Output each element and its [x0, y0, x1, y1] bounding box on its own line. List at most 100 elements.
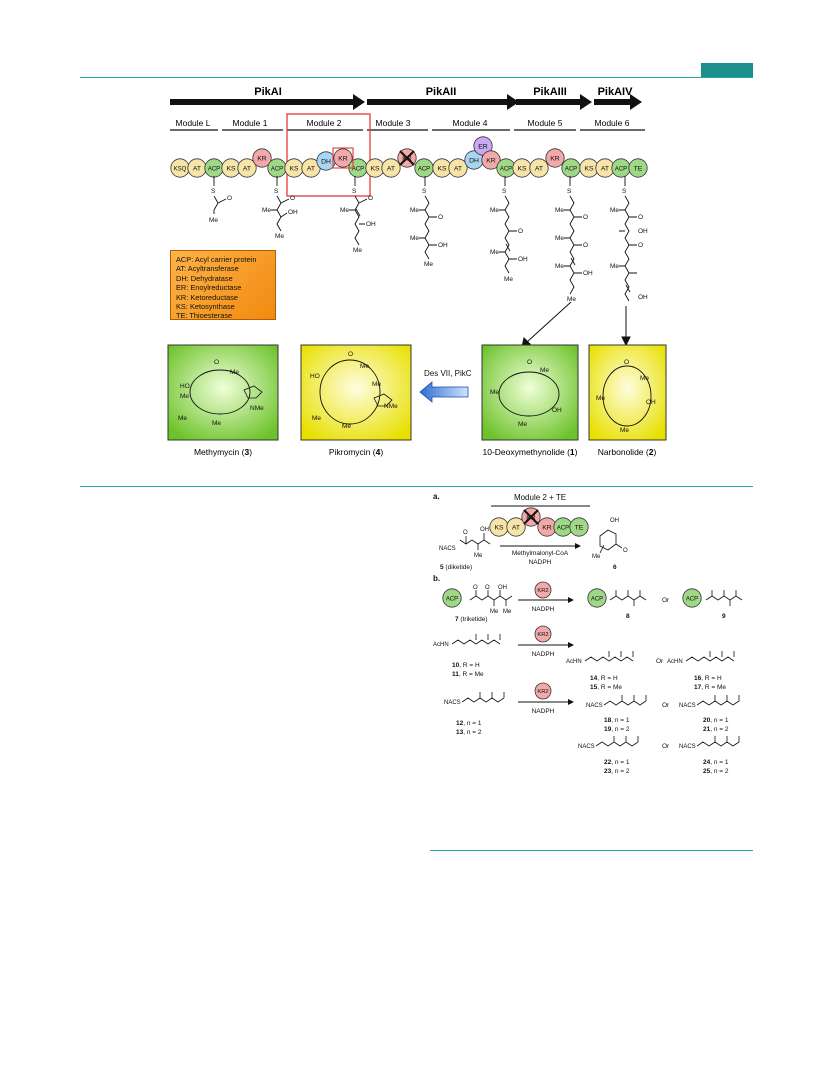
svg-text:NADPH: NADPH — [529, 559, 552, 566]
svg-text:O: O — [473, 585, 478, 591]
compound-20-label: 20, n = 1 — [703, 717, 729, 724]
svg-text:Me: Me — [410, 207, 419, 214]
svg-text:S: S — [502, 188, 507, 195]
svg-text:NACS: NACS — [578, 744, 595, 750]
domain-acp: ACP — [587, 588, 607, 608]
protein-arrow-pikaii: PikAII — [367, 86, 519, 110]
scheme-bottom-rule — [430, 850, 753, 851]
svg-text:Me: Me — [262, 207, 271, 214]
svg-text:O: O — [485, 585, 490, 591]
svg-text:AT: AT — [454, 165, 462, 172]
domain-at: AT — [381, 158, 401, 178]
svg-text:Me: Me — [490, 609, 499, 615]
svg-text:AT: AT — [601, 165, 609, 172]
caption-methymycin: Methymycin (3) — [194, 447, 252, 457]
svg-text:NADPH: NADPH — [532, 708, 555, 715]
svg-text:Me: Me — [178, 415, 187, 422]
svg-text:O: O — [227, 195, 232, 202]
svg-text:KS: KS — [370, 165, 380, 172]
product-arrows — [521, 301, 631, 348]
protein-arrow-pikaiii: PikAIII — [516, 86, 592, 110]
svg-text:Me: Me — [540, 367, 549, 374]
svg-text:ACP: ACP — [615, 166, 627, 172]
svg-text:KR: KR — [486, 157, 496, 164]
svg-text:Me: Me — [342, 423, 351, 430]
svg-text:O: O — [214, 359, 219, 366]
product-box-pikromycin — [300, 344, 412, 441]
svg-text:AT: AT — [535, 165, 543, 172]
protein-label-pikai: PikAI — [254, 86, 282, 98]
domain-er: ER — [473, 136, 493, 156]
svg-text:Me: Me — [504, 276, 513, 283]
svg-text:Me: Me — [620, 427, 629, 434]
protein-label-pikaii: PikAII — [426, 86, 457, 98]
legend-at: AT: Acyltransferase — [176, 264, 239, 274]
legend-er: ER: Enoylreductase — [176, 283, 242, 293]
compound-22-label: 22, n = 1 — [604, 759, 630, 766]
svg-text:Me: Me — [490, 389, 499, 396]
compound-14-label: 14, R = H — [590, 675, 618, 682]
or-3: Or — [662, 702, 670, 709]
svg-text:KS: KS — [584, 165, 594, 172]
domain-at: AT — [506, 517, 526, 537]
svg-text:Me: Me — [340, 207, 349, 214]
svg-text:AT: AT — [193, 165, 201, 172]
domain-ks: KS — [489, 517, 509, 537]
svg-text:O: O — [583, 242, 588, 249]
kr2-badge: KR2 — [534, 581, 552, 599]
svg-text:TE: TE — [634, 165, 643, 172]
inactive-kr-cross — [399, 150, 415, 166]
module-label-5: Module 5 — [528, 118, 563, 128]
svg-text:O: O — [638, 214, 643, 221]
module-label-l: Module L — [176, 118, 211, 128]
svg-text:Me: Me — [410, 235, 419, 242]
svg-text:Me: Me — [209, 217, 218, 224]
svg-text:OH: OH — [610, 518, 619, 524]
acp-chain-atoms: S O Me S O Me OH Me S O Me OH Me S Me O … — [209, 188, 648, 303]
svg-text:Me: Me — [474, 553, 483, 559]
or-2: Or — [656, 658, 664, 665]
svg-text:OH: OH — [552, 407, 562, 414]
domain-legend: ACP: Acyl carrier protein AT: Acyltransf… — [170, 250, 276, 320]
svg-text:AT: AT — [387, 165, 395, 172]
svg-text:S: S — [422, 188, 427, 195]
product-atoms: O Me HO Me Me Me NMe O Me HO Me Me Me NM… — [178, 351, 656, 434]
svg-text:Me: Me — [372, 381, 381, 388]
compound-5-label: 5 (diketide) — [440, 564, 472, 571]
domain-at: AT — [448, 158, 468, 178]
svg-text:NACS: NACS — [679, 744, 696, 750]
kr2-badge: KR2 — [534, 682, 552, 700]
svg-text:O: O — [583, 214, 588, 221]
svg-text:ACP: ACP — [500, 166, 512, 172]
svg-text:NADPH: NADPH — [532, 651, 555, 658]
svg-text:ACP: ACP — [271, 166, 283, 172]
legend-acp: ACP: Acyl carrier protein — [176, 255, 257, 264]
svg-text:Me: Me — [312, 415, 321, 422]
legend-kr: KR: Ketoreductase — [176, 292, 239, 302]
compound-15-label: 15, R = Me — [590, 684, 622, 691]
svg-text:Me: Me — [275, 233, 284, 240]
svg-text:AcHN: AcHN — [433, 642, 449, 648]
svg-text:KR2: KR2 — [537, 632, 548, 638]
protein-label-pikaiii: PikAIII — [533, 86, 567, 98]
domain-kr: KR — [481, 150, 501, 170]
caption-pikromycin: Pikromycin (4) — [329, 447, 384, 457]
svg-text:Me: Me — [555, 235, 564, 242]
svg-text:O: O — [638, 242, 643, 249]
svg-text:Me: Me — [180, 393, 189, 400]
domain-te: TE — [628, 158, 648, 178]
svg-text:Me: Me — [555, 263, 564, 270]
svg-text:Me: Me — [592, 554, 601, 560]
compound-11-label: 11, R = Me — [452, 671, 484, 678]
svg-text:KR2: KR2 — [537, 689, 548, 695]
compound-18-label: 18, n = 1 — [604, 717, 630, 724]
module2-te-label: Module 2 + TE — [514, 493, 566, 502]
svg-text:Me: Me — [212, 420, 221, 427]
svg-text:AT: AT — [243, 165, 251, 172]
scheme-part-a: a. — [433, 492, 440, 501]
domain-te: TE — [569, 517, 589, 537]
svg-text:Me: Me — [490, 207, 499, 214]
svg-text:O: O — [518, 228, 523, 235]
svg-text:KS: KS — [494, 524, 504, 531]
